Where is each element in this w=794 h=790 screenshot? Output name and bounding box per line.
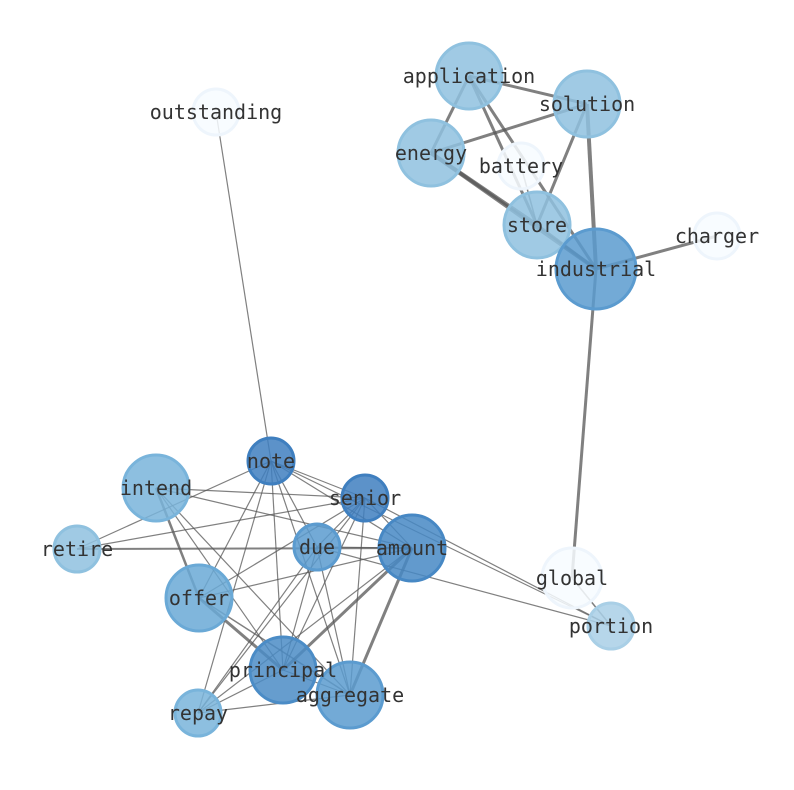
edge-intend-senior (155, 487, 366, 499)
node-label-application: application (403, 64, 535, 88)
node-label-store: store (507, 213, 567, 237)
node-application[interactable] (434, 41, 504, 111)
node-label-senior: senior (329, 486, 401, 510)
edge-retire-senior (76, 497, 366, 550)
node-global[interactable] (540, 546, 604, 610)
node-due[interactable] (292, 522, 342, 572)
edge-intend-aggregate (155, 487, 351, 696)
node-label-principal: principal (229, 658, 337, 682)
node-intend[interactable] (121, 453, 191, 523)
edge-note-repay (197, 460, 272, 714)
node-label-intend: intend (120, 476, 192, 500)
node-energy[interactable] (396, 118, 466, 188)
node-note[interactable] (246, 436, 296, 486)
node-portion[interactable] (586, 601, 636, 651)
edge-due-portion (316, 546, 612, 627)
node-label-global: global (536, 566, 608, 590)
node-label-battery: battery (479, 154, 563, 178)
node-label-due: due (299, 535, 335, 559)
node-store[interactable] (502, 190, 572, 260)
node-label-charger: charger (675, 224, 759, 248)
node-label-energy: energy (395, 141, 467, 165)
node-repay[interactable] (173, 688, 223, 738)
node-battery[interactable] (496, 141, 546, 191)
node-layer (52, 41, 742, 738)
node-label-portion: portion (569, 614, 653, 638)
node-label-note: note (247, 449, 295, 473)
edge-amount-repay (197, 547, 413, 714)
node-label-amount: amount (376, 536, 448, 560)
edge-industrial-global (570, 268, 598, 579)
edge-intend-amount (155, 487, 413, 549)
edge-retire-amount (76, 547, 413, 550)
node-label-industrial: industrial (536, 257, 656, 281)
node-offer[interactable] (164, 563, 234, 633)
node-industrial[interactable] (554, 227, 638, 311)
node-principal[interactable] (248, 635, 318, 705)
node-retire[interactable] (52, 524, 102, 574)
node-label-aggregate: aggregate (296, 683, 404, 707)
edge-note-principal (270, 460, 284, 671)
node-aggregate[interactable] (315, 660, 385, 730)
node-solution[interactable] (552, 69, 622, 139)
node-label-solution: solution (539, 92, 635, 116)
node-outstanding[interactable] (191, 87, 241, 137)
node-label-retire: retire (41, 537, 113, 561)
node-charger[interactable] (692, 211, 742, 261)
edge-outstanding-note (215, 111, 272, 462)
edge-note-aggregate (270, 460, 351, 696)
node-amount[interactable] (377, 513, 447, 583)
node-label-offer: offer (169, 586, 229, 610)
node-label-repay: repay (168, 701, 228, 725)
edge-amount-offer (198, 547, 413, 599)
node-senior[interactable] (340, 473, 390, 523)
node-label-outstanding: outstanding (150, 100, 282, 124)
